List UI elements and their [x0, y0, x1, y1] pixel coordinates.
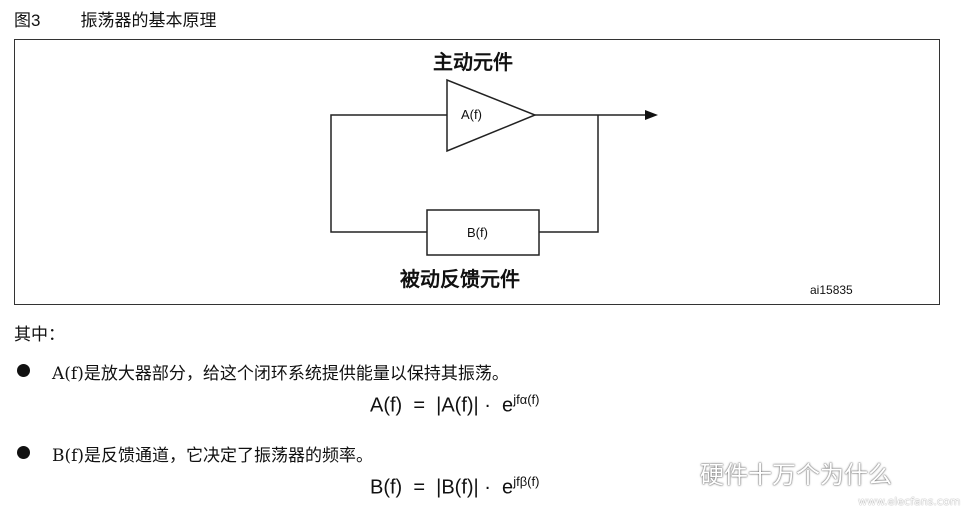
arrow-icon — [645, 110, 658, 120]
watermark-text: 硬件十万个为什么 — [700, 461, 892, 489]
bullet-icon — [17, 364, 30, 377]
diagram-frame — [14, 39, 940, 305]
formula-b: B(f) = |B(f)| · ejfβ(f) — [370, 474, 540, 499]
feedback-box — [426, 209, 540, 256]
intro-text: 其中： — [14, 325, 65, 345]
passive-element-label: 被动反馈元件 — [400, 267, 520, 291]
watermark-site: www.elecfans.com — [858, 495, 961, 508]
amplifier-label: A(f) — [461, 107, 482, 122]
feedback-loop-right — [539, 115, 599, 233]
figure-title: 振荡器的基本原理 — [80, 11, 217, 31]
formula-a: A(f) = |A(f)| · ejfα(f) — [370, 392, 540, 417]
oscillator-diagram — [330, 78, 658, 256]
figure-number: 图3 — [14, 11, 41, 30]
active-element-label: 主动元件 — [433, 50, 513, 74]
figure-caption: 图3 振荡器的基本原理 — [14, 6, 216, 31]
figure-id: ai15835 — [810, 283, 853, 297]
feedback-label: B(f) — [467, 225, 488, 240]
bullet-text-b: B(f)是反馈通道，它决定了振荡器的频率。 — [52, 446, 374, 466]
bullet-text-a: A(f)是放大器部分，给这个闭环系统提供能量以保持其振荡。 — [52, 364, 509, 384]
feedback-loop-left — [330, 114, 447, 233]
bullet-icon — [17, 446, 30, 459]
